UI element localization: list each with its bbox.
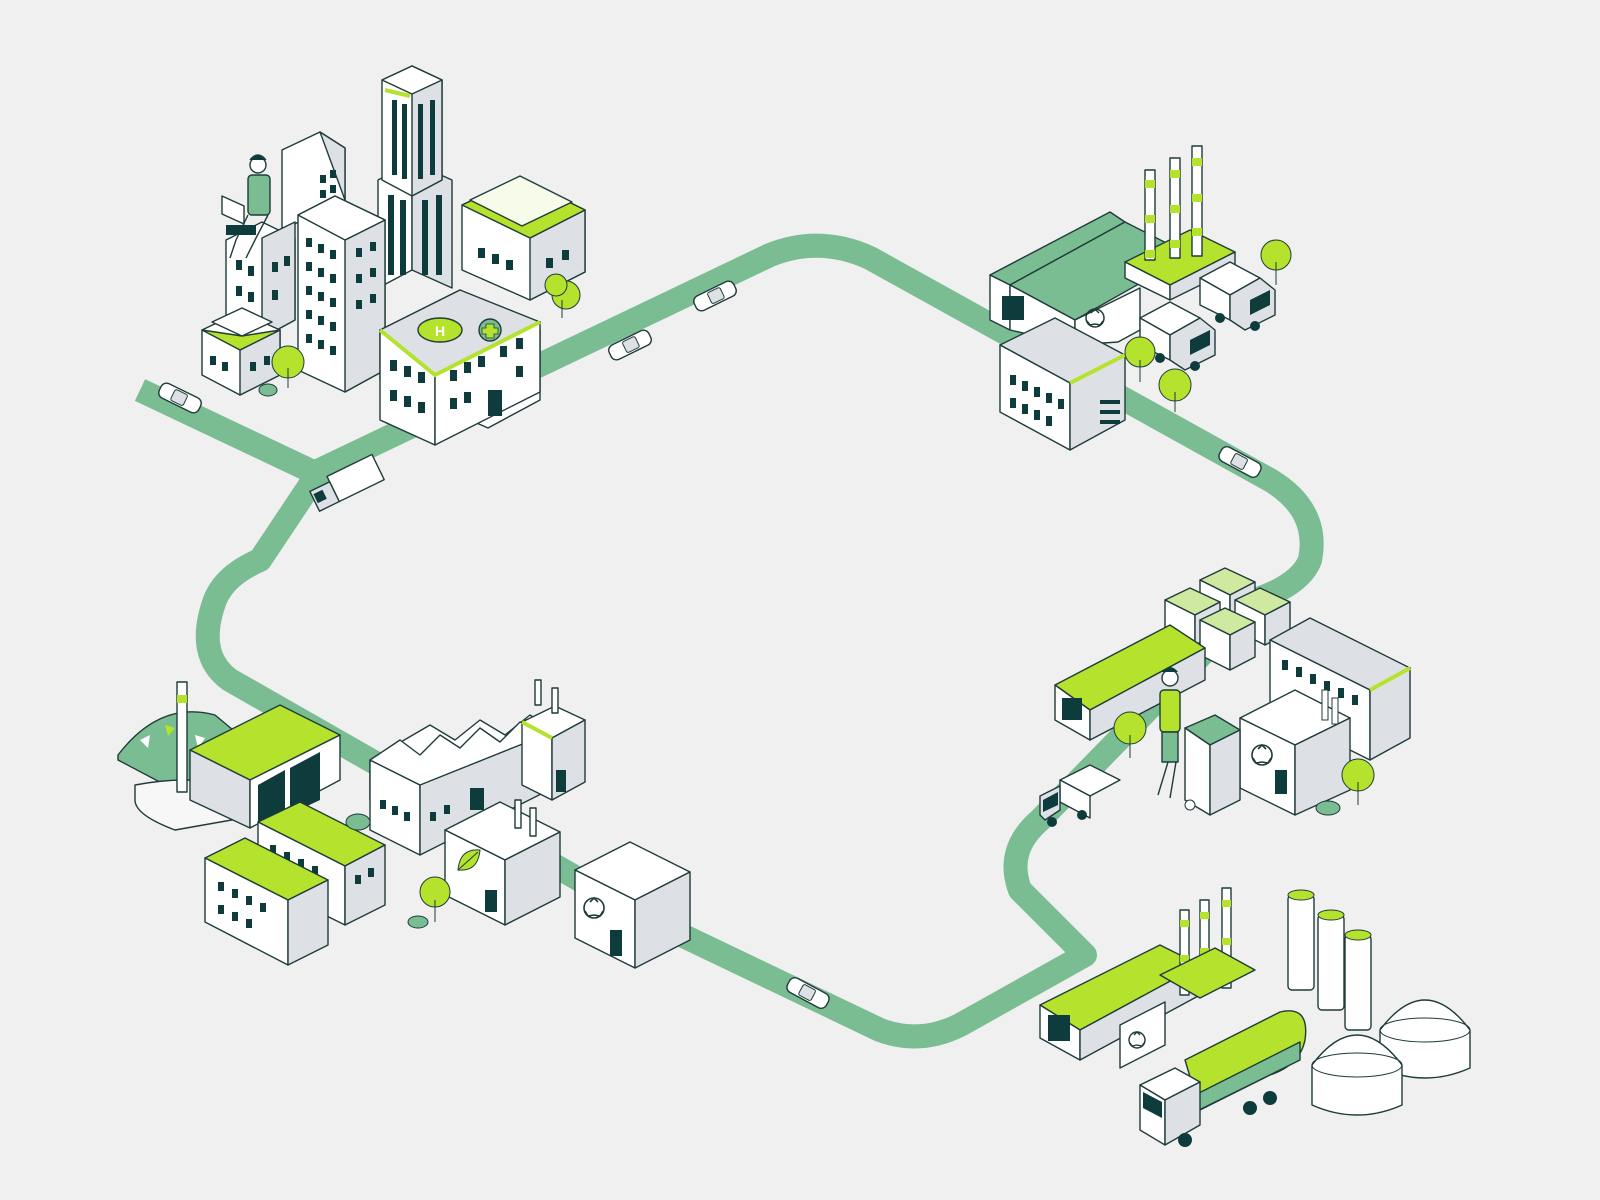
person-with-wheelie-bin [1157,667,1241,816]
biogas-dome [1311,1034,1403,1116]
chimney [1144,169,1156,261]
office-tower [377,65,453,289]
leaf-icon [457,849,481,871]
road-loop [134,233,1324,1049]
storage-silo [1344,929,1372,1031]
tree [1341,758,1375,805]
recycle-icon [1128,1031,1146,1049]
car [1218,446,1262,478]
chimney [1179,909,1190,996]
car [786,977,830,1009]
shrub [258,383,278,397]
waste-bin [1199,607,1256,671]
person-with-laptop [221,154,271,259]
biogas-dome [1379,999,1471,1079]
medical-cross-icon [478,318,502,342]
industrial-park [117,679,691,969]
storage-silo [1287,889,1315,991]
shrub [1315,800,1341,816]
warehouse [1039,944,1201,1061]
low-office [461,175,586,301]
waste-to-energy-plant [117,681,341,831]
tree [1124,336,1156,382]
delivery-truck [309,453,385,512]
box-truck [1139,301,1216,371]
recycling-station [1239,689,1351,816]
tree [1158,368,1192,412]
car [693,280,737,312]
office-block-lime [204,837,329,966]
biogas-plant [1039,887,1471,1147]
apartment-tower [297,195,386,393]
road-main [195,233,1324,1049]
shrub [345,813,371,831]
city-district: H [201,65,586,446]
chimney [1221,887,1232,989]
storage-silo [1317,909,1345,1011]
recycle-icon [1251,743,1273,766]
recycle-icon [583,896,605,919]
admin-office [999,317,1126,451]
recycling-depot [574,841,691,969]
tanker-truck [1139,1010,1307,1147]
chimney [1191,145,1203,257]
shrub [407,915,429,929]
tree [271,345,305,388]
hospital: H [378,289,541,446]
side-building [521,679,586,801]
sorting-facility [1039,567,1411,827]
eco-building [444,799,561,926]
box-truck [1039,764,1121,827]
small-shop [201,307,281,396]
road-spur [134,379,336,491]
tree [1260,239,1292,285]
car [158,382,202,414]
sawtooth-factory [369,714,546,856]
tree [1113,711,1147,758]
helipad-h-icon: H [435,323,445,339]
recycle-warehouse [1119,1001,1166,1069]
recycle-icon [1085,307,1105,328]
tree [419,876,451,922]
tree [544,273,581,318]
chimney [1169,157,1181,259]
box-truck [1199,261,1276,331]
recycling-plant [989,145,1292,451]
car [608,329,652,361]
